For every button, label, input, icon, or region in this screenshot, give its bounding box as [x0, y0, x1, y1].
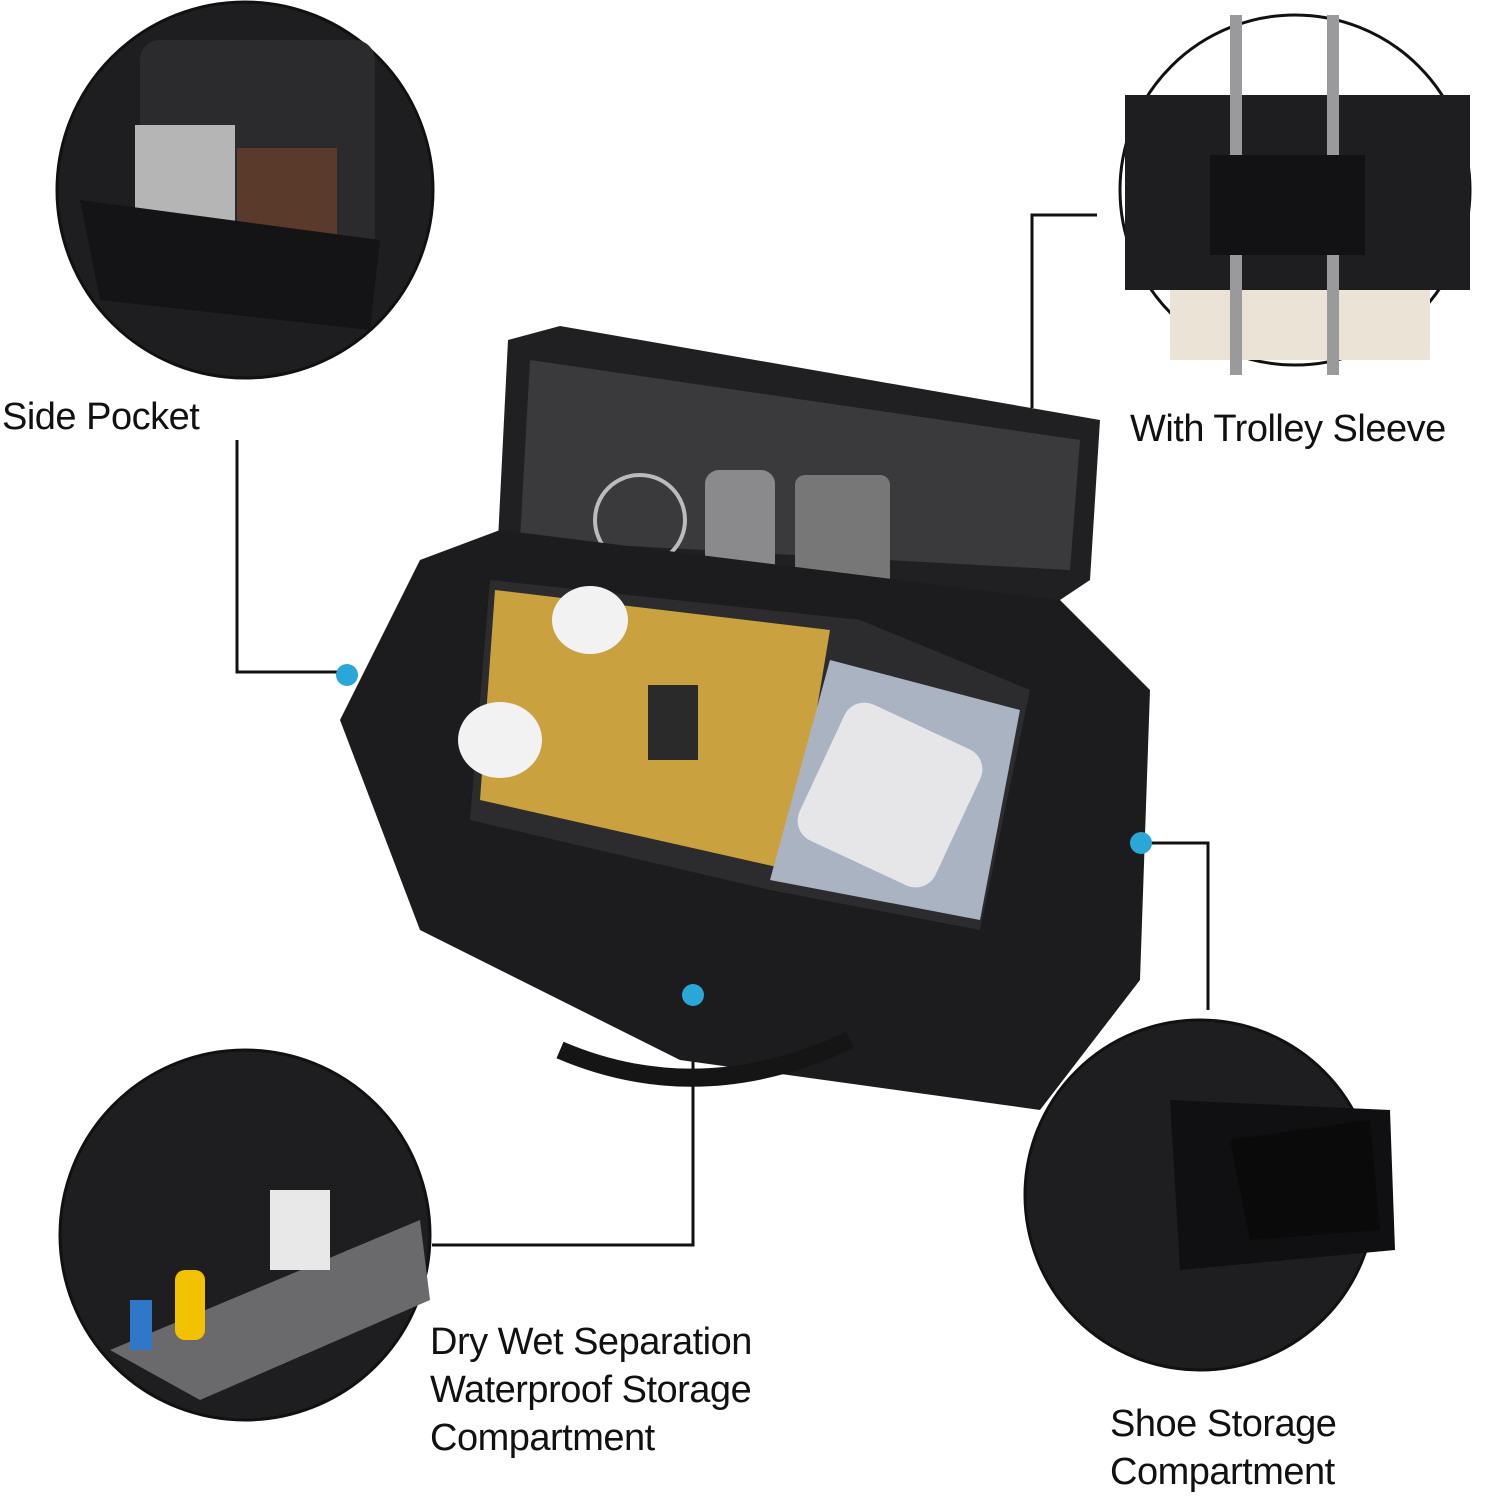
trolley-sleeve-label: With Trolley Sleeve	[1130, 408, 1446, 450]
side-pocket-connector	[235, 440, 347, 674]
duffel-bag-image	[340, 326, 1150, 1110]
dry-wet-label-line1: Dry Wet Separation	[430, 1321, 752, 1363]
dry-wet-marker	[682, 984, 704, 1006]
dry-wet-detail-image	[58, 1048, 432, 1422]
shoe-label-line1: Shoe Storage	[1110, 1403, 1337, 1445]
shoe-storage-detail-image	[1023, 1018, 1395, 1372]
dry-wet-label-line3: Compartment	[430, 1417, 655, 1459]
shoe-marker	[1130, 832, 1152, 854]
trolley-connector	[1030, 213, 1097, 408]
side-pocket-detail-image	[55, 0, 435, 380]
trolley-sleeve-detail-image	[1118, 13, 1472, 375]
shoe-connector	[1141, 841, 1210, 1010]
dry-wet-label-line2: Waterproof Storage	[430, 1369, 752, 1411]
side-pocket-label: Side Pocket	[2, 396, 200, 438]
side-pocket-marker	[336, 664, 358, 686]
shoe-label-line2: Compartment	[1110, 1451, 1335, 1493]
